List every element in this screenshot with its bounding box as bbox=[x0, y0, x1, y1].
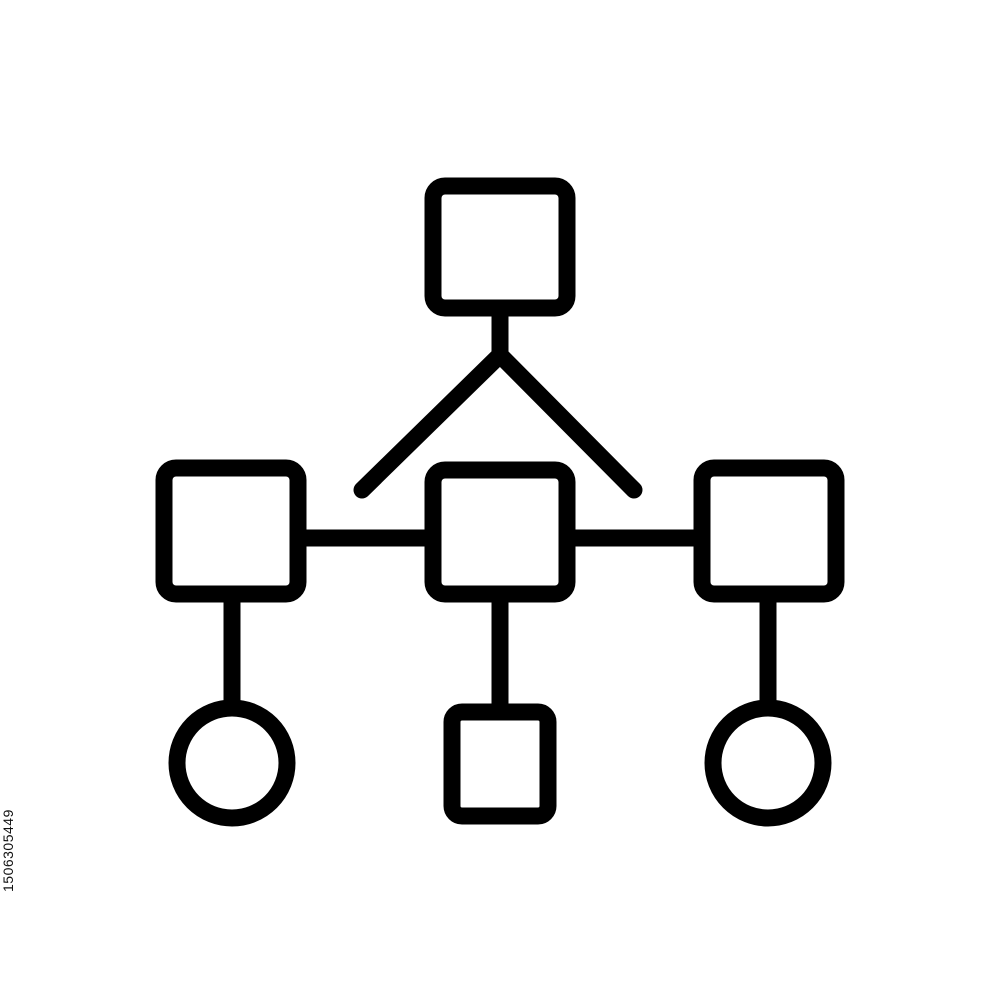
right-branch-connector bbox=[491, 346, 643, 499]
right-node-square bbox=[693, 459, 845, 603]
left-leaf-circle bbox=[168, 699, 296, 827]
center-node-square bbox=[424, 461, 576, 603]
left-node-square bbox=[155, 459, 307, 603]
top-node-square bbox=[424, 177, 576, 317]
right-leaf-circle bbox=[704, 699, 832, 827]
stock-image-id: 1506305449 bbox=[0, 809, 16, 892]
icon-strokes bbox=[155, 177, 845, 827]
center-leaf-square bbox=[443, 703, 557, 825]
left-branch-connector bbox=[353, 346, 509, 499]
